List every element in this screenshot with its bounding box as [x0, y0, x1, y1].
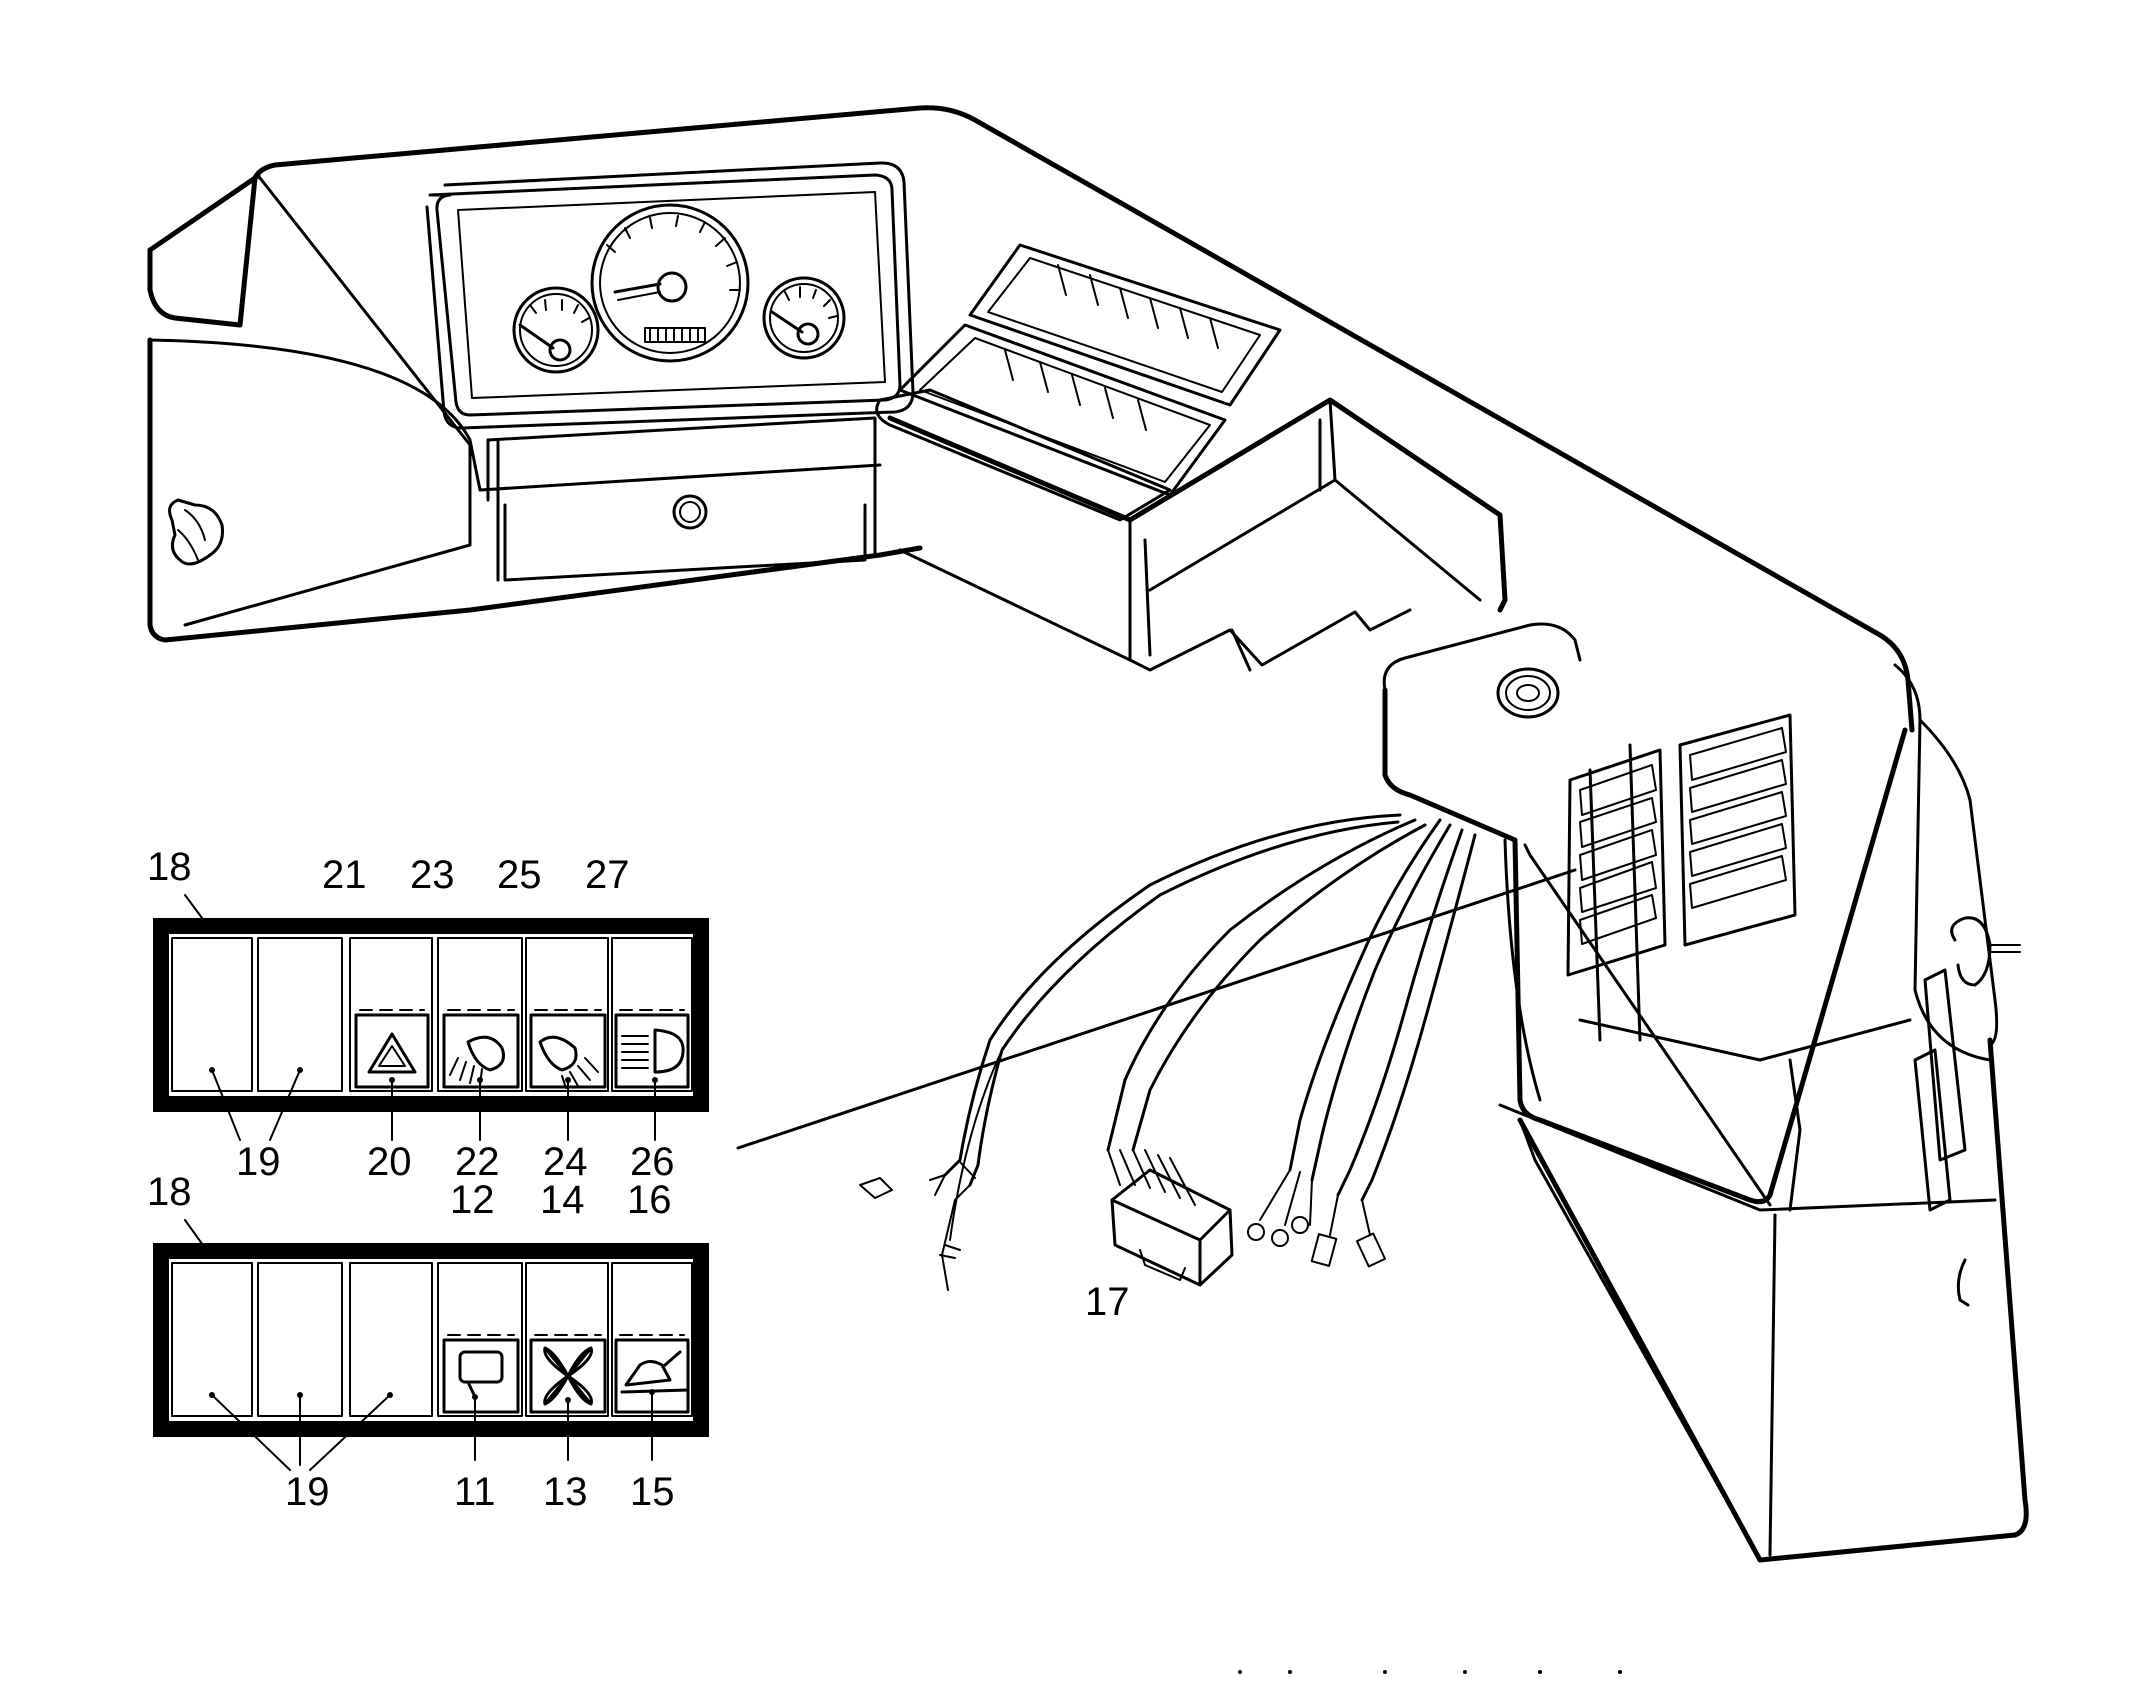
- callout-12: 12: [450, 1178, 495, 1222]
- wiper-icon: [458, 1350, 504, 1399]
- callout-11: 11: [454, 1470, 496, 1514]
- callout-22: 22: [455, 1140, 500, 1184]
- dashboard-console: [147, 105, 2029, 1563]
- callout-15: 15: [630, 1470, 675, 1514]
- callout-27: 27: [585, 853, 630, 897]
- callout-21: 21: [322, 853, 367, 897]
- callout-18-lower: 18: [147, 1170, 192, 1214]
- headlight-icon: [621, 1028, 685, 1074]
- hazard-triangle-icon: [367, 1032, 417, 1074]
- callout-14: 14: [540, 1178, 585, 1222]
- callout-23: 23: [410, 853, 455, 897]
- rear-fog-lamp-icon: [538, 1035, 599, 1089]
- lower-switch-panel: [153, 1219, 709, 1471]
- callout-13: 13: [543, 1470, 588, 1514]
- fan-icon: [543, 1346, 593, 1406]
- callout-20: 20: [367, 1140, 412, 1184]
- leader-line: [736, 868, 1577, 1150]
- callout-26: 26: [630, 1140, 675, 1184]
- callout-16: 16: [627, 1178, 672, 1222]
- callout-19-upper: 19: [236, 1140, 281, 1184]
- upper-switch-panel: [153, 894, 709, 1141]
- callout-24: 24: [543, 1140, 588, 1184]
- front-fog-lamp-icon: [449, 1035, 505, 1086]
- callout-18-upper: 18: [147, 845, 192, 889]
- wiring-harness: [859, 813, 1477, 1291]
- beacon-icon: [620, 1350, 690, 1394]
- callout-25: 25: [497, 853, 542, 897]
- callout-17: 17: [1085, 1280, 1130, 1324]
- scan-dots: [1238, 1670, 1622, 1674]
- callout-19-lower: 19: [285, 1470, 330, 1514]
